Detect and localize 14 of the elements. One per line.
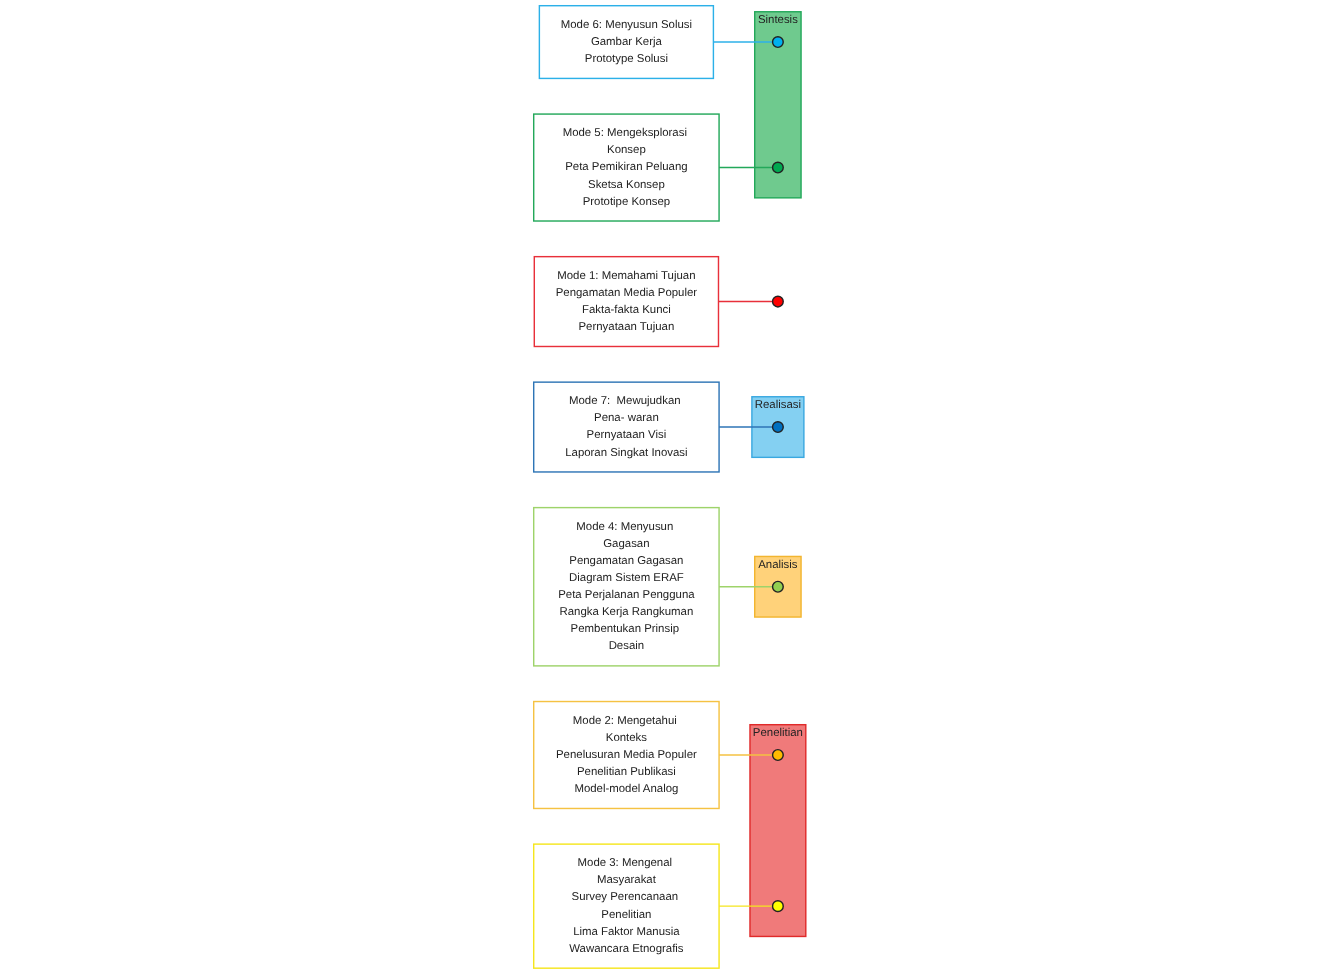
node-circle <box>772 36 785 49</box>
connector <box>718 754 774 756</box>
node-circle <box>772 421 785 434</box>
connector <box>718 166 774 169</box>
connector <box>718 586 774 588</box>
node-circle <box>772 749 785 762</box>
connector <box>718 300 774 303</box>
connector <box>718 426 774 428</box>
node-circle <box>772 580 785 593</box>
node-circle <box>772 161 785 174</box>
connector <box>718 905 774 907</box>
connector <box>712 41 774 43</box>
node-circle <box>772 295 785 308</box>
node-circle <box>772 900 785 913</box>
